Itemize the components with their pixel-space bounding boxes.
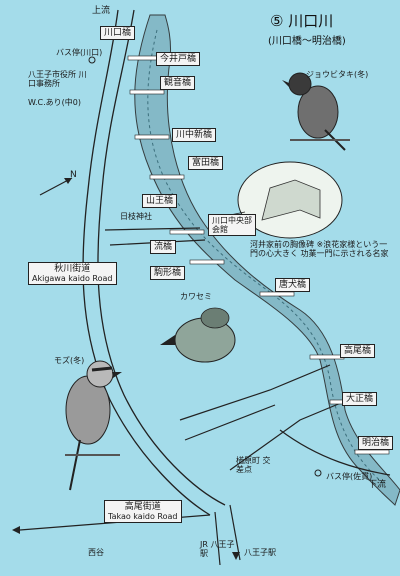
main-road-edge xyxy=(97,9,226,506)
south-arrow xyxy=(232,552,240,560)
meiji-bridge-label: 明治橋 xyxy=(358,436,394,450)
kawasemi-label: カワセミ xyxy=(180,292,212,301)
bridge-mark xyxy=(189,259,225,265)
kannon-bridge-label: 観音橋 xyxy=(160,76,196,90)
akikawa-road-name: 秋川街道 xyxy=(54,264,91,274)
akikawa-road-sign: 秋川街道 Akigawa kaido Road xyxy=(28,262,117,285)
community-hall-label: 川口中央部 会館 xyxy=(208,214,256,236)
intersection-label: 楢原町 交差点 xyxy=(236,456,271,474)
bridge-mark xyxy=(149,174,185,180)
taisho-bridge-label: 大正橋 xyxy=(342,392,378,406)
bridge-mark xyxy=(309,354,345,360)
kawasemi-bird-illustration xyxy=(160,307,236,363)
road-right-1 xyxy=(279,429,391,476)
bridge-mark xyxy=(129,89,165,95)
bus-stop-marker xyxy=(314,469,322,477)
map-subtitle: (川口橋～明治橋) xyxy=(268,36,346,47)
map-title: ⑤ 川口川 xyxy=(270,12,334,30)
nishi-label: 西谷 xyxy=(88,548,104,557)
mozu-bird-illustration xyxy=(65,360,122,491)
komaba-bridge-label: 駒形橋 xyxy=(150,266,186,280)
road-lower-1 xyxy=(179,364,331,421)
monument-note: 河井家前の胸像碑 ※浪花家様という一門の心大きく 功業一門に示される名家 xyxy=(250,240,389,258)
takao-road-name: 高尾街道 xyxy=(124,502,161,512)
kawanaka-bridge-label: 川中新橋 xyxy=(172,128,217,142)
nagare-bridge-label: 流橋 xyxy=(150,240,177,254)
bridge-mark xyxy=(169,229,205,235)
road-cross-1 xyxy=(104,227,201,231)
wc-label: W.C.あり(中0) xyxy=(28,98,81,107)
jobitaki-label: ジョウビタキ(冬) xyxy=(306,70,369,79)
hiyoshi-shrine-label: 日枝神社 xyxy=(120,212,152,221)
bridge-mark xyxy=(354,449,390,455)
river-band xyxy=(134,14,400,506)
takao-bridge-label: 高尾橋 xyxy=(340,344,376,358)
takao-road-roman: Takao kaido Road xyxy=(108,512,178,521)
hachioji-station-label: 八王子駅 xyxy=(244,548,276,557)
road-south xyxy=(229,504,241,561)
bus-stop-kawaguchi-label: バス停(川口) xyxy=(56,48,103,57)
main-road xyxy=(82,9,211,516)
akikawa-road-roman: Akigawa kaido Road xyxy=(32,274,113,283)
jobitaki-bird-illustration xyxy=(282,72,350,151)
mozu-label: モズ(冬) xyxy=(54,356,85,365)
road-lower-2 xyxy=(184,404,276,441)
upstream-label: 上流 xyxy=(92,6,111,16)
kawaguchi-bridge-label: 川口橋 xyxy=(100,26,136,40)
takao-road-sign: 高尾街道 Takao kaido Road xyxy=(104,500,182,523)
imai-bridge-label: 今井戸橋 xyxy=(156,52,201,66)
bridge-mark xyxy=(134,134,170,140)
bus-stop-sakuma-label: バス停(佐貫) xyxy=(326,472,373,481)
sanno-bridge-label: 山王橋 xyxy=(142,194,178,208)
west-arrow xyxy=(12,526,20,534)
road-south-2 xyxy=(214,511,221,566)
north-label: N xyxy=(70,170,77,180)
jr-station-label: JR 八王子駅 xyxy=(200,540,235,558)
north-arrow xyxy=(39,177,73,196)
downstream-label: 下流 xyxy=(368,480,387,490)
river-inner xyxy=(147,29,386,486)
tomita-bridge-label: 富田橋 xyxy=(188,156,224,170)
tanba-bridge-label: 唐犬橋 xyxy=(275,278,311,292)
hachioji-office-label: 八王子市役所 川口事務所 xyxy=(28,70,87,88)
bus-stop-marker xyxy=(88,56,96,64)
bridge-mark xyxy=(259,291,295,297)
